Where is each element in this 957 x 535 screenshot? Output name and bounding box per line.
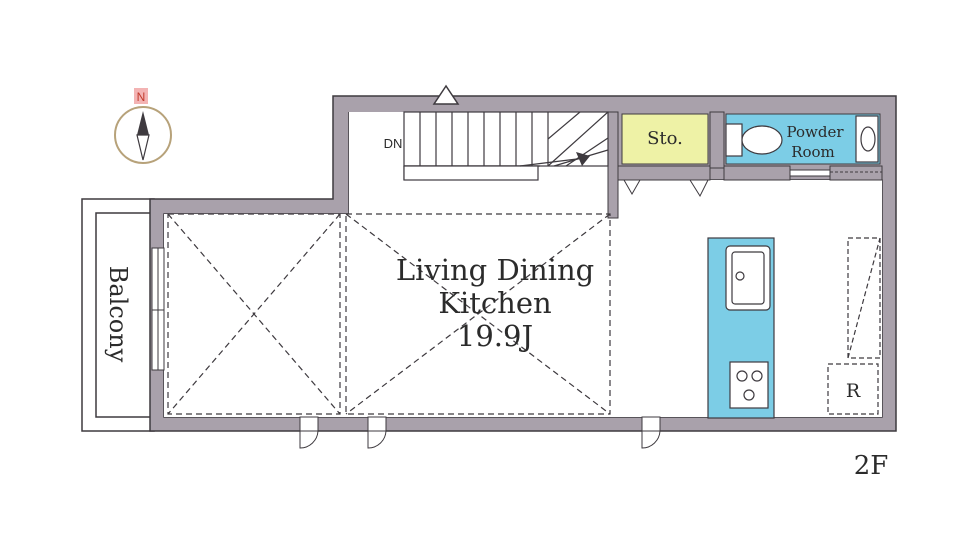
floor-label: 2F — [854, 451, 889, 481]
balcony: Balcony — [81, 198, 155, 432]
bottom-openings — [299, 416, 661, 449]
compass-south-needle — [136, 134, 150, 161]
compass: N — [114, 88, 172, 164]
powder-room-door — [789, 169, 882, 177]
fridge-area — [827, 237, 881, 415]
powder-room-label-line2: Room — [791, 143, 835, 161]
compass-north-needle — [137, 111, 149, 135]
refrigerator-label: R — [846, 380, 861, 402]
balcony-window — [151, 247, 165, 371]
living-ceiling-markings — [167, 213, 611, 415]
storage-room — [621, 113, 709, 165]
north-label: N — [137, 90, 146, 104]
stove-icon — [729, 361, 769, 409]
compass-ring — [114, 106, 172, 164]
living-label-line1: Living Dining — [396, 253, 594, 287]
balcony-label: Balcony — [104, 266, 132, 363]
living-label-line2: Kitchen — [438, 286, 551, 320]
stairs-direction-label: DN — [384, 136, 403, 151]
powder-room-label-line1: Powder — [786, 123, 844, 141]
north-marker — [134, 88, 148, 104]
living-area-label: 19.9J — [457, 319, 533, 353]
storage-label: Sto. — [647, 128, 683, 149]
toilet-icon — [725, 123, 783, 157]
sink-icon — [855, 115, 879, 163]
storage-doors — [623, 179, 709, 198]
stair-direction-arrow — [576, 152, 590, 166]
entrance-arrow — [432, 84, 460, 105]
living-dining-kitchen — [164, 180, 882, 417]
staircase — [403, 111, 609, 181]
kitchen-sink-icon — [725, 245, 771, 311]
partition-walls — [607, 111, 883, 219]
